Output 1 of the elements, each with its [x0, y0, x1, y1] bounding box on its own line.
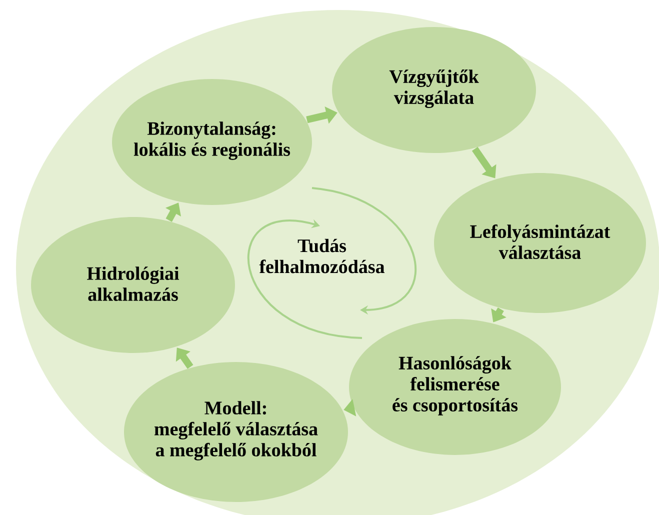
center-label: Tudás felhalmozódása: [259, 238, 385, 274]
